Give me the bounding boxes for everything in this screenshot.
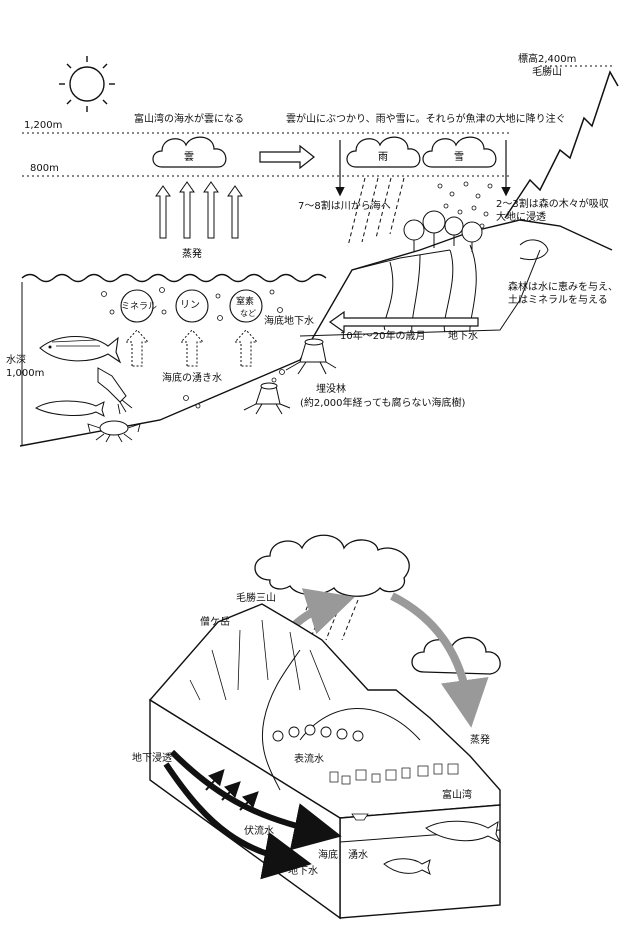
evaporation-arrows [155, 181, 243, 239]
infiltration-small-arrows [205, 769, 259, 811]
mountain-kekachi-label: 毛勝三山 [236, 593, 276, 604]
water-depth-value: 1,000m [6, 368, 45, 379]
groundwater-layer [299, 249, 541, 337]
river-path [261, 649, 301, 791]
buried-tree-stump-icon [285, 338, 337, 375]
forest-absorb-label: 2〜3割は森の木々が吸収 [496, 199, 609, 210]
buried-tree-stump-icon [243, 382, 291, 415]
subsurface-flow-label: 伏流水 [244, 826, 274, 837]
buried-forest-label: 埋没林 [316, 384, 346, 395]
nutrient-bubbles [120, 289, 263, 323]
ground-infiltration-label: 大地に浸透 [496, 212, 546, 223]
river-channels [351, 244, 477, 333]
rain-lines [347, 177, 405, 247]
mackerel-icon [39, 336, 122, 364]
surface-water-label: 表流水 [294, 754, 324, 765]
buried-forest-note: (約2,000年経っても腐らない海底樹) [300, 398, 466, 409]
fish-icon [34, 400, 105, 417]
groundwater-arrow-left-icon [328, 310, 479, 334]
forest-blessing-label-2: 土はミネラルを与える [508, 295, 608, 306]
altitude-1200-label: 1,200m [24, 120, 63, 131]
river-ratio-label: 7〜8割は川から海へ [298, 201, 391, 212]
water-depth-label: 水深 [6, 355, 26, 366]
groundwater-bottom-label: 地下水 [288, 866, 318, 877]
evaporation-label: 蒸発 [182, 247, 202, 260]
evaporation-label: 蒸発 [470, 735, 490, 746]
forest-trees-icon [272, 724, 364, 742]
water-cycle-arrow [390, 592, 489, 728]
altitude-800-label: 800m [30, 163, 59, 174]
groundwater-label: 地下水 [448, 331, 478, 342]
mountain-sougatake-label: 僧ケ岳 [200, 617, 230, 628]
seabed-label: 海底 [318, 850, 338, 861]
snow-label: 雪 [454, 151, 464, 163]
fish-icon [383, 858, 431, 875]
toyama-bay-label: 富山湾 [442, 790, 472, 801]
mountain-profile [504, 70, 619, 219]
mountain-name-label: 毛勝山 [532, 67, 562, 78]
rain-label: 雨 [378, 152, 388, 163]
sea-surface [21, 273, 327, 283]
land-slope [19, 219, 613, 447]
forest-blessing-label-1: 森林は水に恵みを与え、 [508, 282, 618, 293]
groundwater-flow-arrow [163, 762, 312, 880]
ground-infiltration-label: 地下浸透 [132, 753, 172, 764]
mineral-label: ミネラル [121, 302, 158, 312]
nitrogen-etc-label: など [240, 309, 256, 318]
altitude-peak-label: 標高2,400m [518, 54, 577, 65]
small-bubbles [101, 287, 285, 409]
rain-snow-caption: 雲が山にぶつかり、雨や雪に。それらが魚津の大地に降り注ぐ [286, 114, 566, 125]
evaporation-caption: 富山湾の海水が雲になる [134, 114, 244, 125]
phosphorus-label: リン [180, 300, 200, 311]
spring-water-label: 湧水 [348, 850, 368, 861]
submarine-groundwater-label: 海底地下水 [264, 316, 314, 327]
forest-trees-icon [403, 210, 483, 252]
squid-icon [97, 367, 133, 415]
mackerel-icon [425, 820, 502, 844]
mountain-ridges [189, 619, 331, 701]
crab-icon [87, 420, 141, 443]
hollow-arrow-right-icon [259, 144, 315, 170]
seabed-spring-arrows [124, 329, 259, 367]
inland-hill-detail [519, 239, 549, 261]
seabed-spring-label: 海底の湧き水 [162, 373, 222, 384]
nitrogen-label: 窒素 [236, 297, 255, 307]
boat-icon [351, 813, 369, 821]
sun-icon [59, 56, 115, 112]
cloud-label: 雲 [184, 151, 194, 163]
town-buildings-icon [329, 763, 459, 785]
years-label: 10年〜20年の歳月 [340, 331, 426, 342]
rain-cloud-icon [254, 534, 410, 597]
